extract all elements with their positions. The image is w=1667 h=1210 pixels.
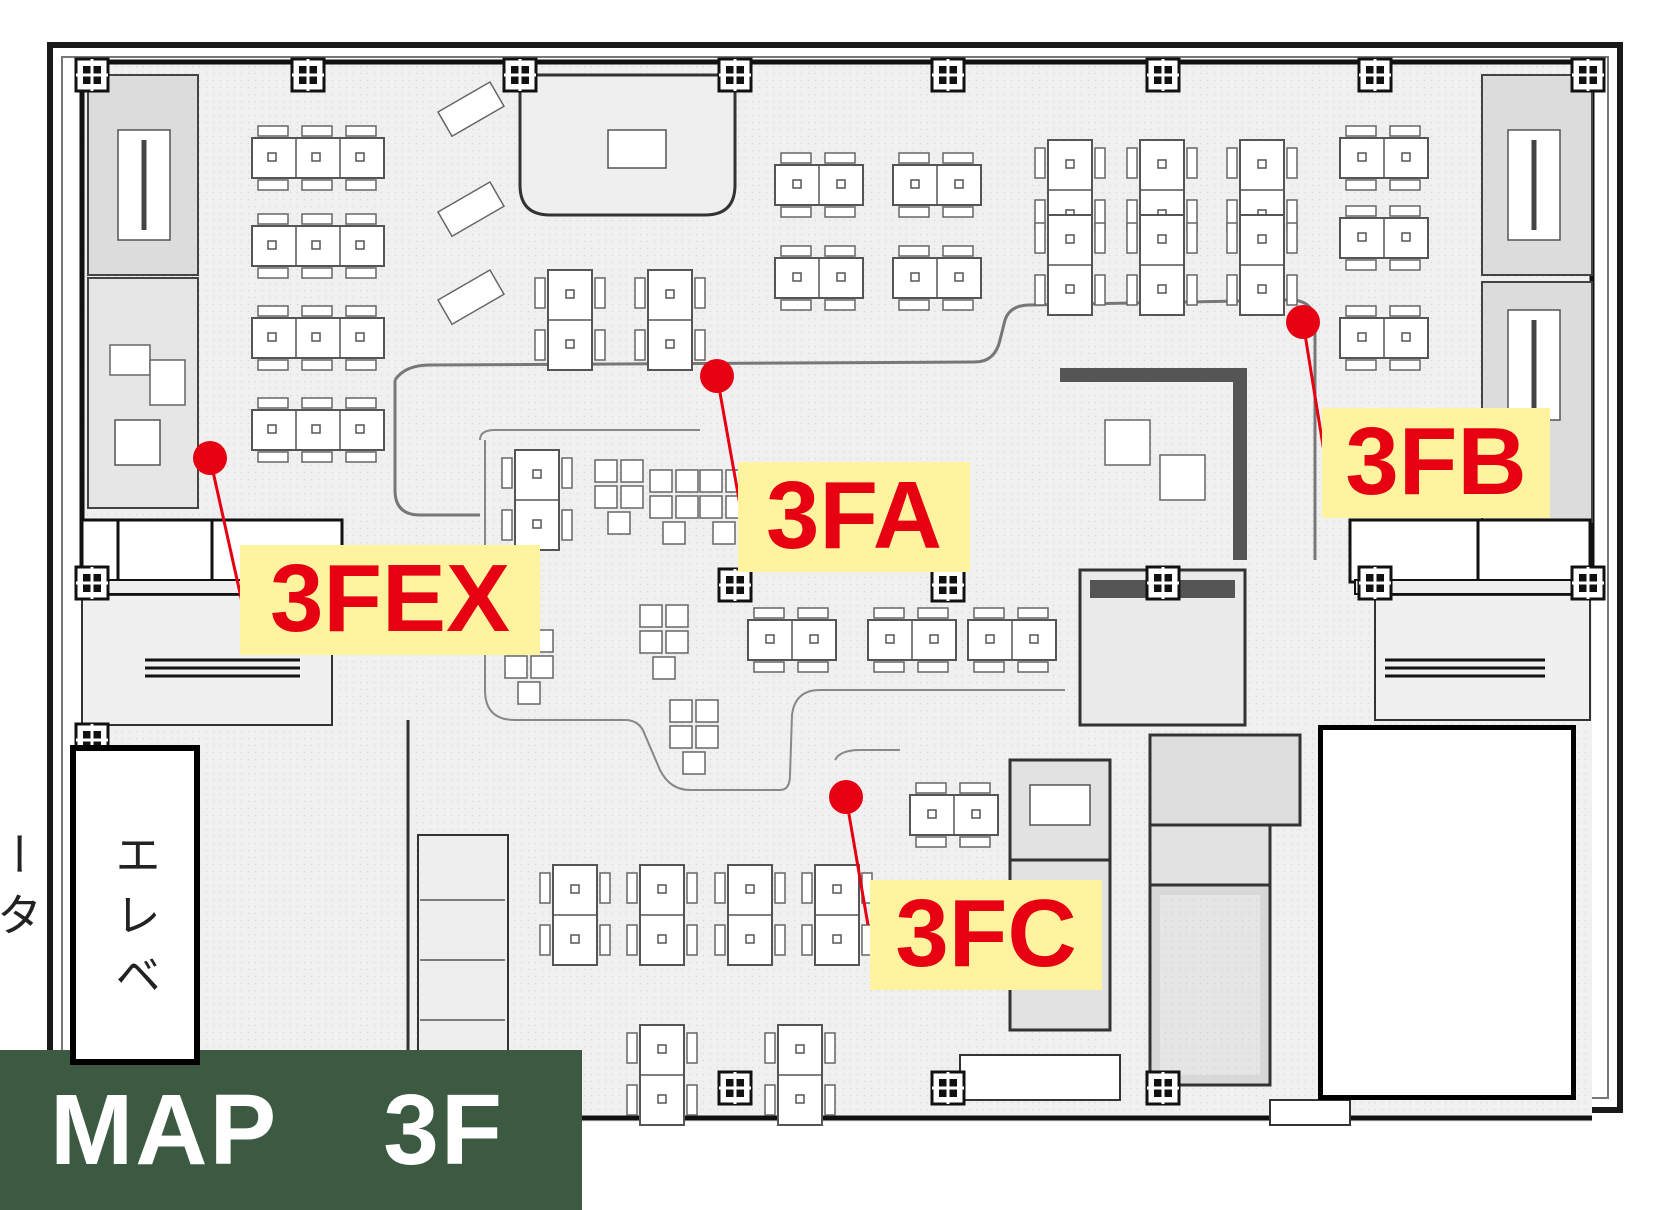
map-banner: MAP 3F [0,1050,582,1210]
marker-3FB[interactable] [1286,305,1327,459]
banner-background [0,1050,582,1210]
marker-3FA[interactable] [700,359,742,506]
marker-3FB-label[interactable]: 3FB [1322,408,1550,518]
banner-word: MAP [50,1073,279,1186]
elevator-label: エレベータ [0,831,162,1011]
elevator-box: エレベータ [0,745,200,1065]
marker-3FC[interactable] [829,780,870,926]
marker-3FA-label[interactable]: 3FA [738,462,970,572]
blank-area [1318,725,1576,1100]
marker-3FC-label[interactable]: 3FC [870,880,1102,990]
marker-3FEX[interactable] [193,441,244,603]
marker-3FEX-label[interactable]: 3FEX [240,545,540,655]
banner-floor: 3F [383,1073,504,1186]
